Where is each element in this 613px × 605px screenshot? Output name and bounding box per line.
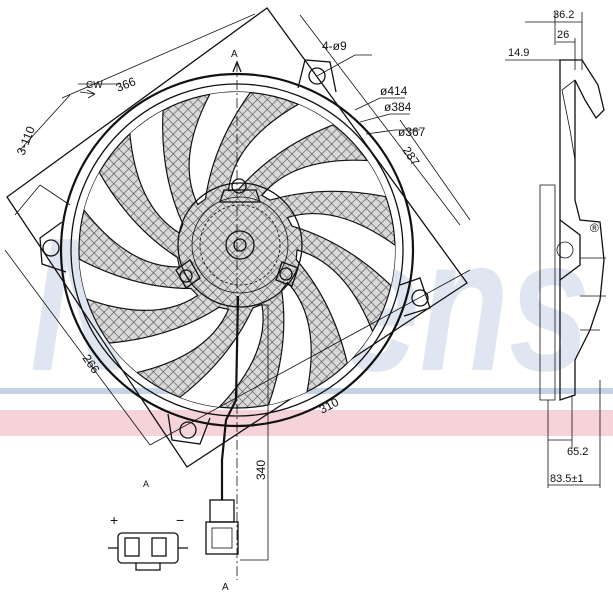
dim-26: 26	[557, 29, 569, 41]
connector-plug	[205, 499, 239, 555]
registered-mark: ®	[590, 221, 599, 235]
fan-blades	[79, 92, 395, 408]
dim-366: 366	[114, 74, 138, 95]
dim-340: 340	[254, 460, 268, 480]
label-minus: −	[176, 512, 184, 528]
motor-wire	[220, 295, 240, 500]
dim-dia-384: ø384	[384, 100, 412, 114]
label-rotation: CW	[86, 80, 103, 91]
dim-14-9: 14.9	[508, 47, 529, 59]
dim-dia-367: ø367	[398, 125, 426, 139]
dim-dia-414: ø414	[380, 84, 408, 98]
section-label-bottom: A	[222, 582, 229, 593]
dim-65-2: 65.2	[567, 446, 588, 458]
motor-hub	[175, 178, 303, 308]
dimension-lines	[4, 13, 471, 561]
section-label-mid: A	[143, 479, 149, 489]
dim-83-5: 83.5±1	[550, 473, 584, 485]
watermark-band	[0, 410, 613, 436]
fan-blade	[188, 92, 253, 206]
side-view	[505, 12, 606, 488]
dim-36-2: 36.2	[553, 9, 574, 21]
label-plus: +	[110, 512, 118, 528]
mounting-ears	[39, 59, 431, 445]
dim-bolt-holes: 4-ø9	[322, 39, 347, 53]
connector-face	[108, 532, 188, 571]
section-label-top: A	[231, 49, 238, 60]
dim-3-110: 3-110	[14, 124, 38, 157]
shroud-square	[6, 7, 468, 468]
